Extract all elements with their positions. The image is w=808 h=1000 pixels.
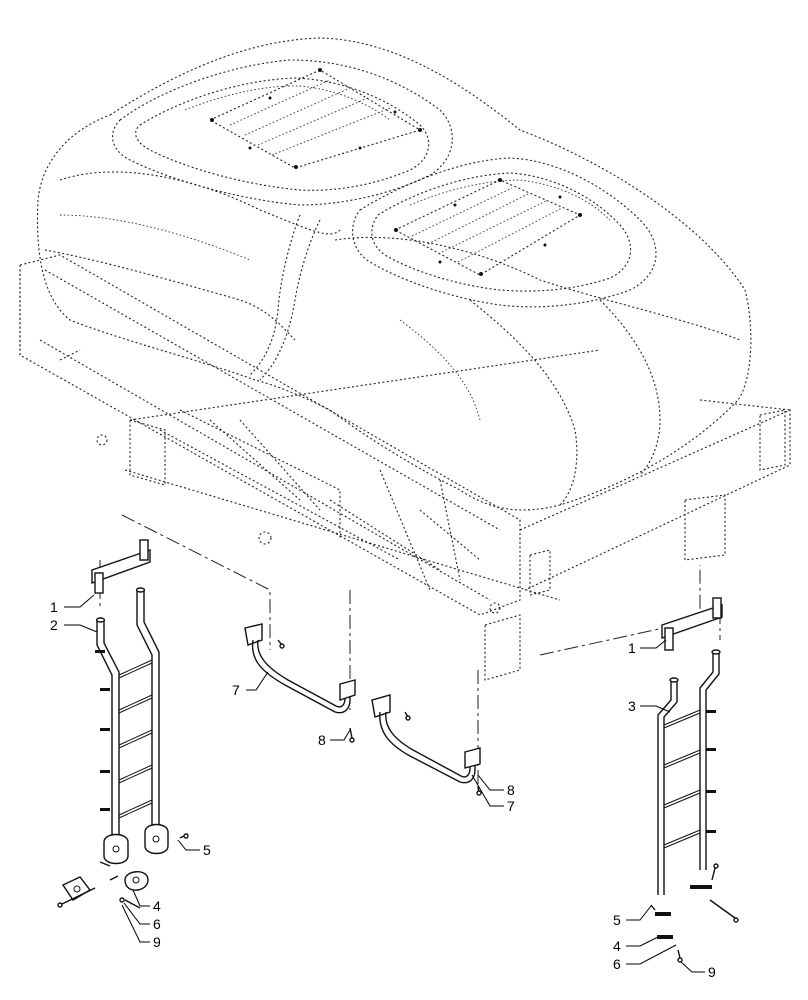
callout-4-left: 4: [153, 898, 161, 914]
frame-phantom: [19, 254, 791, 681]
callout-7-right: 7: [507, 798, 515, 814]
callout-2-left: 2: [50, 617, 58, 633]
callout-1-right: 1: [628, 640, 636, 656]
front-lid: [393, 178, 582, 276]
callout-5-right: 5: [613, 912, 621, 928]
callout-1-left: 1: [50, 599, 58, 615]
callout-8-mid: 8: [318, 732, 326, 748]
callout-4-right: 4: [613, 938, 621, 954]
callout-6-left: 6: [153, 916, 161, 932]
leader-lines: [64, 594, 705, 973]
callout-5-left: 5: [203, 842, 211, 858]
callout-7-mid: 7: [232, 682, 240, 698]
handrail-right: [371, 694, 482, 796]
callout-labels: 1 2 5 4 6 9 7 8 8 7 1 3 5 4 6 9: [50, 599, 716, 980]
left-ladder: [57, 539, 189, 909]
callout-6-right: 6: [613, 956, 621, 972]
rear-lid: [208, 68, 422, 169]
callout-3-right: 3: [628, 698, 636, 714]
callout-8-right: 8: [507, 782, 515, 798]
tank-phantom: [36, 37, 752, 511]
right-ladder: [650, 597, 739, 963]
callout-9-left: 9: [153, 934, 161, 950]
callout-9-right: 9: [708, 964, 716, 980]
handrail-left: [244, 623, 356, 743]
